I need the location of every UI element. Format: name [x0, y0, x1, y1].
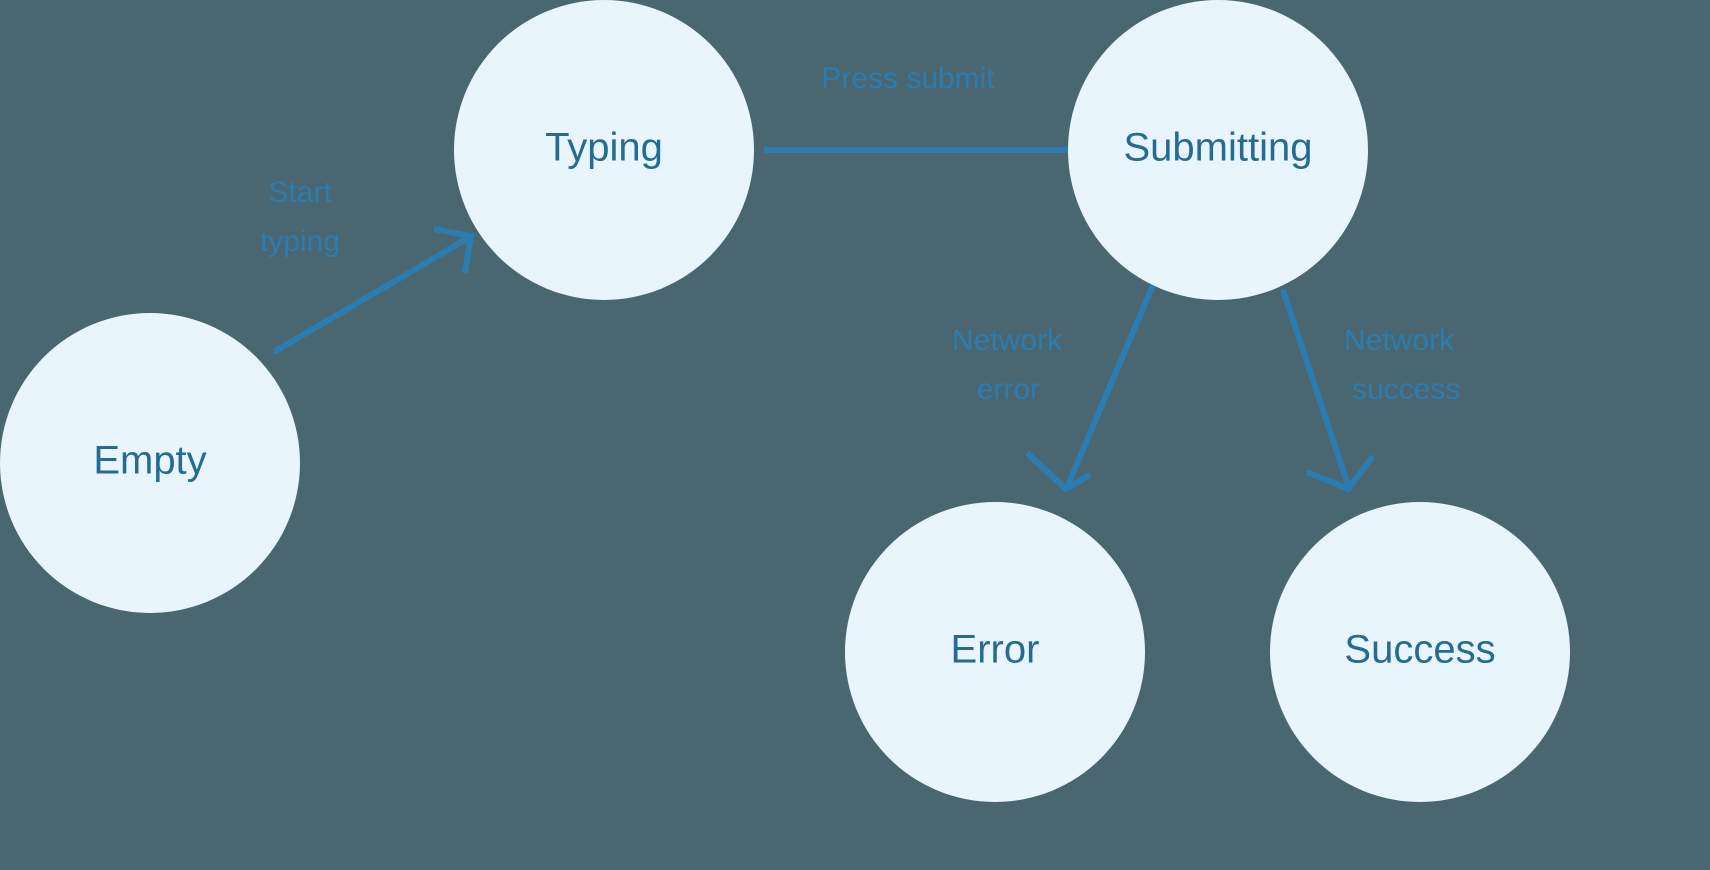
state-node-success-label: Success — [1344, 628, 1495, 672]
state-node-empty[interactable]: Empty — [0, 313, 300, 613]
edge-label-network-success-line1: Network — [1344, 324, 1455, 357]
state-node-typing-label: Typing — [545, 126, 663, 170]
edge-network-error — [1024, 283, 1156, 493]
state-node-typing[interactable]: Typing — [454, 0, 754, 300]
edge-label-start-typing-line1: Start — [268, 176, 332, 209]
edge-network-error-line — [1065, 283, 1156, 487]
state-node-submitting[interactable]: Submitting — [1068, 0, 1368, 300]
state-node-error-label: Error — [951, 628, 1040, 672]
edge-label-press-submit-line1: Press submit — [821, 62, 995, 95]
state-node-empty-circle[interactable] — [0, 313, 300, 613]
edge-label-network-error-line2: error — [977, 373, 1040, 406]
state-node-success[interactable]: Success — [1270, 502, 1570, 802]
state-node-error-circle[interactable] — [845, 502, 1145, 802]
state-node-submitting-label: Submitting — [1124, 126, 1313, 170]
edge-label-network-error-line1: Network — [952, 324, 1063, 357]
edge-label-network-success-line2: success — [1352, 373, 1460, 406]
state-node-success-circle[interactable] — [1270, 502, 1570, 802]
edge-network-success — [1280, 289, 1376, 493]
edge-start-typing-arrowhead — [433, 226, 475, 274]
state-node-error[interactable]: Error — [845, 502, 1145, 802]
edge-label-start-typing: Start typing — [260, 176, 340, 258]
edge-label-network-error: Network error — [952, 324, 1063, 406]
edge-network-success-arrowhead — [1305, 454, 1376, 493]
state-node-empty-label: Empty — [93, 439, 206, 483]
edge-start-typing-line — [272, 234, 472, 355]
edge-label-network-success: Network success — [1344, 324, 1460, 406]
edge-start-typing — [272, 226, 475, 355]
edge-network-error-arrowhead — [1024, 450, 1092, 493]
state-node-typing-circle[interactable] — [454, 0, 754, 300]
edge-network-success-line — [1280, 289, 1351, 486]
edge-label-press-submit: Press submit — [821, 62, 995, 95]
edge-label-start-typing-line2: typing — [260, 225, 340, 258]
state-node-submitting-circle[interactable] — [1068, 0, 1368, 300]
